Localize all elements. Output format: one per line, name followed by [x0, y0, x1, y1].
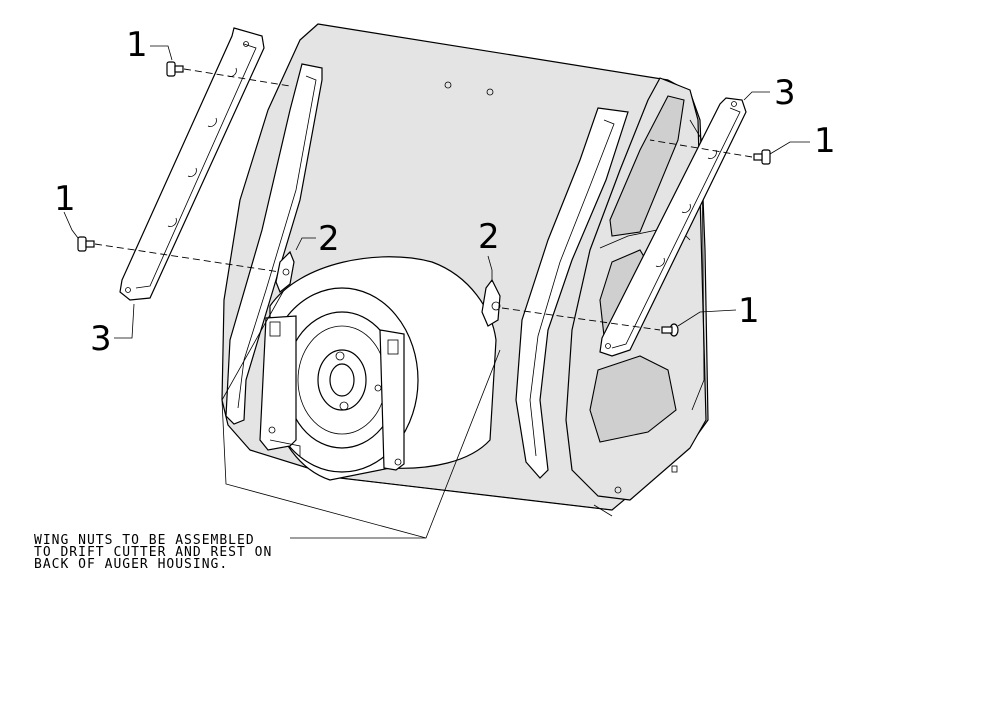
callout-1-left: 1 — [54, 179, 76, 219]
note-line-3: BACK OF AUGER HOUSING. — [34, 557, 228, 572]
callout-1-top-left: 1 — [126, 25, 148, 65]
auger-drum — [259, 256, 497, 481]
callout-2-center: 2 — [478, 217, 500, 257]
assembly-note: WING NUTS TO BE ASSEMBLED TO DRIFT CUTTE… — [34, 533, 272, 572]
callout-1-right-top: 1 — [814, 121, 836, 161]
bolt-right-mid — [661, 323, 679, 337]
note-line-1: WING NUTS TO BE ASSEMBLED — [34, 533, 255, 548]
note-line-2: TO DRIFT CUTTER AND REST ON — [34, 545, 272, 560]
right-side-rail — [515, 107, 629, 479]
left-side-rail — [225, 63, 323, 425]
callout-3-right: 3 — [774, 73, 796, 113]
wing-nut-left — [275, 250, 295, 293]
callout-3-left: 3 — [90, 319, 112, 359]
assembly-lines — [94, 68, 753, 331]
drift-cutter-left — [119, 27, 265, 301]
callout-2-left: 2 — [318, 219, 340, 259]
bolt-left — [77, 236, 95, 252]
callout-1-right-mid: 1 — [738, 291, 760, 331]
drift-cutter-right — [599, 97, 747, 357]
bolt-top-left — [166, 61, 184, 77]
leader-lines — [63, 45, 810, 539]
bolt-right-top — [753, 149, 771, 165]
